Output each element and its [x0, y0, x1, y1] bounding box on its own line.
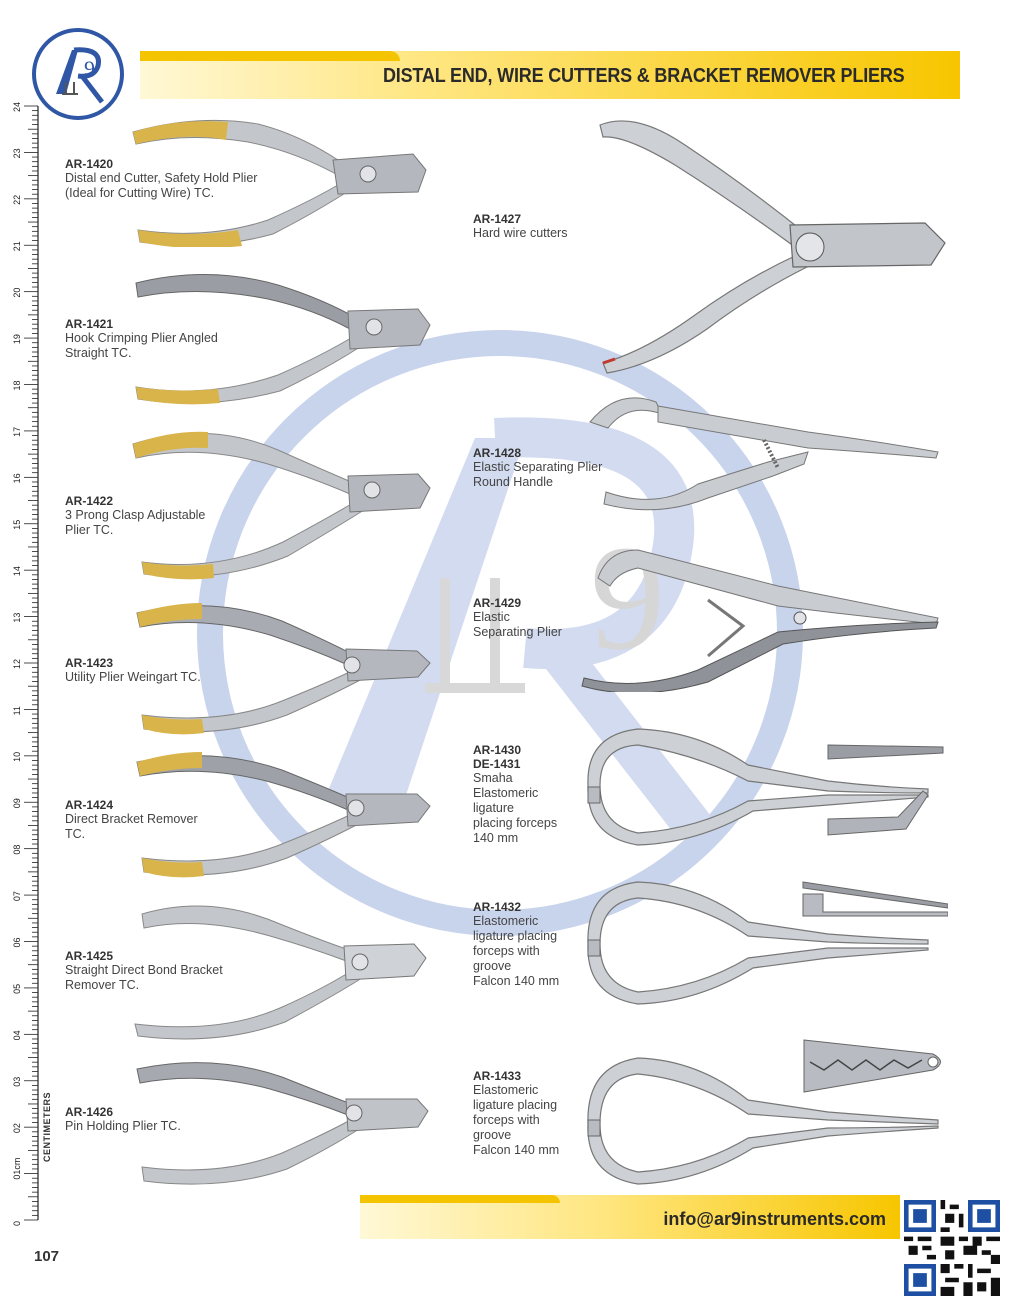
ruler-label: 23 — [12, 148, 22, 158]
product-code: AR-1430 — [473, 743, 522, 757]
svg-text:9: 9 — [84, 56, 95, 81]
ruler-label: 14 — [12, 566, 22, 576]
product-code: AR-1423 — [65, 656, 114, 670]
product-code: AR-1425 — [65, 949, 114, 963]
product-ar-1433: AR-1433 Elastomeric ligature placing for… — [473, 1069, 559, 1158]
product-ar-1429: AR-1429 Elastic Separating Plier — [473, 596, 562, 640]
ruler-label: 08 — [12, 845, 22, 855]
product-code: AR-1421 — [65, 317, 114, 331]
contact-email-link[interactable]: info@ar9instruments.com — [663, 1209, 886, 1229]
company-logo: 9 — [32, 28, 124, 120]
product-description: Hard wire cutters — [473, 226, 568, 240]
footer-band: info@ar9instruments.com — [360, 1195, 900, 1239]
ruler-label: 18 — [12, 380, 22, 390]
page-number: 107 — [34, 1248, 60, 1265]
utility-plier-weingart-image — [136, 603, 431, 735]
ruler-label: 24 — [12, 102, 22, 112]
product-code: AR-1422 — [65, 494, 114, 508]
ruler-label: 0 — [12, 1221, 22, 1226]
ligature-forceps-groove-image — [587, 881, 948, 1005]
product-ar-1426: AR-1426 Pin Holding Plier TC. — [65, 1105, 181, 1134]
product-description: Smaha Elastomeric ligature placing force… — [473, 771, 558, 845]
ruler-label: 01cm — [12, 1158, 22, 1180]
product-code: AR-1433 — [473, 1069, 522, 1083]
ruler-label: 03 — [12, 1077, 22, 1087]
product-description: Elastomeric ligature placing forceps wit… — [473, 914, 560, 988]
ligature-forceps-serrated-image — [587, 1039, 941, 1185]
ruler-unit-label: CENTIMETERS — [42, 1091, 52, 1162]
logo-mark-icon: 9 — [56, 47, 104, 104]
smaha-ligature-forceps-image — [587, 728, 944, 846]
product-description: 3 Prong Clasp Adjustable Plier TC. — [65, 508, 206, 537]
ruler-label: 04 — [12, 1030, 22, 1040]
straight-direct-bond-bracket-remover-image — [134, 905, 427, 1040]
product-code-secondary: DE-1431 — [473, 757, 521, 771]
hard-wire-cutters-image — [599, 120, 946, 374]
ruler-label: 13 — [12, 613, 22, 623]
product-description: Elastic Separating Plier — [473, 610, 562, 639]
ruler-label: 20 — [12, 288, 22, 298]
product-ar-1427: AR-1427 Hard wire cutters — [473, 212, 567, 241]
qr-code-icon[interactable] — [904, 1200, 1000, 1296]
product-ar-1422: AR-1422 3 Prong Clasp Adjustable Plier T… — [65, 494, 205, 538]
ruler-label: 11 — [12, 706, 22, 715]
product-ar-1420: AR-1420 Distal end Cutter, Safety Hold P… — [65, 157, 257, 201]
direct-bracket-remover-image — [136, 752, 431, 878]
product-ar-1432: AR-1432 Elastomeric ligature placing for… — [473, 900, 559, 989]
header-band: DISTAL END, WIRE CUTTERS & BRACKET REMOV… — [140, 51, 960, 99]
product-code: AR-1427 — [473, 212, 522, 226]
product-code: AR-1424 — [65, 798, 114, 812]
ruler-label: 06 — [12, 937, 22, 947]
ruler-label: 02 — [12, 1123, 22, 1133]
ruler-label: 16 — [12, 473, 22, 483]
elastic-separating-plier-image — [581, 549, 939, 692]
ruler-label: 21 — [12, 241, 22, 251]
product-code: AR-1426 — [65, 1105, 114, 1119]
elastic-separating-plier-round-handle-image — [589, 397, 939, 511]
ruler-label: 09 — [12, 798, 22, 808]
product-description: Elastomeric ligature placing forceps wit… — [473, 1083, 560, 1157]
ruler-scale: 0 01cm 02 03 04 05 06 07 08 09 10 11 12 13 14 15 16 17 18 1… — [12, 102, 39, 1226]
product-description: Direct Bracket Remover TC. — [65, 812, 198, 841]
product-ar-1424: AR-1424 Direct Bracket Remover TC. — [65, 798, 198, 842]
ruler-label: 15 — [12, 520, 22, 530]
product-code: AR-1429 — [473, 596, 522, 610]
product-description: Distal end Cutter, Safety Hold Plier (Id… — [65, 171, 258, 200]
ruler-label: 22 — [12, 195, 22, 205]
ruler-label: 17 — [12, 427, 22, 437]
pin-holding-plier-image — [136, 1062, 429, 1185]
ruler-label: 07 — [12, 891, 22, 901]
distal-end-cutter-plier-image — [132, 119, 427, 247]
product-ar-1430: AR-1430 DE-1431 Smaha Elastomeric ligatu… — [473, 743, 557, 846]
centimeter-ruler: 0 01cm 02 03 04 05 06 07 08 09 10 11 12 13 14 15 16 17 18 1… — [8, 98, 48, 1230]
hook-crimping-plier-image — [135, 273, 431, 405]
product-description: Pin Holding Plier TC. — [65, 1119, 181, 1133]
product-description: Straight Direct Bond Bracket Remover TC. — [65, 963, 223, 992]
product-description: Utility Plier Weingart TC. — [65, 670, 201, 684]
product-ar-1423: AR-1423 Utility Plier Weingart TC. — [65, 656, 201, 685]
three-prong-clasp-plier-image — [132, 431, 431, 580]
product-ar-1425: AR-1425 Straight Direct Bond Bracket Rem… — [65, 949, 223, 993]
ruler-label: 12 — [12, 659, 22, 669]
ruler-label: 19 — [12, 334, 22, 344]
ruler-label: 10 — [12, 752, 22, 762]
ruler-label: 05 — [12, 984, 22, 994]
page-title: DISTAL END, WIRE CUTTERS & BRACKET REMOV… — [382, 65, 904, 87]
product-code: AR-1420 — [65, 157, 114, 171]
product-code: AR-1432 — [473, 900, 522, 914]
